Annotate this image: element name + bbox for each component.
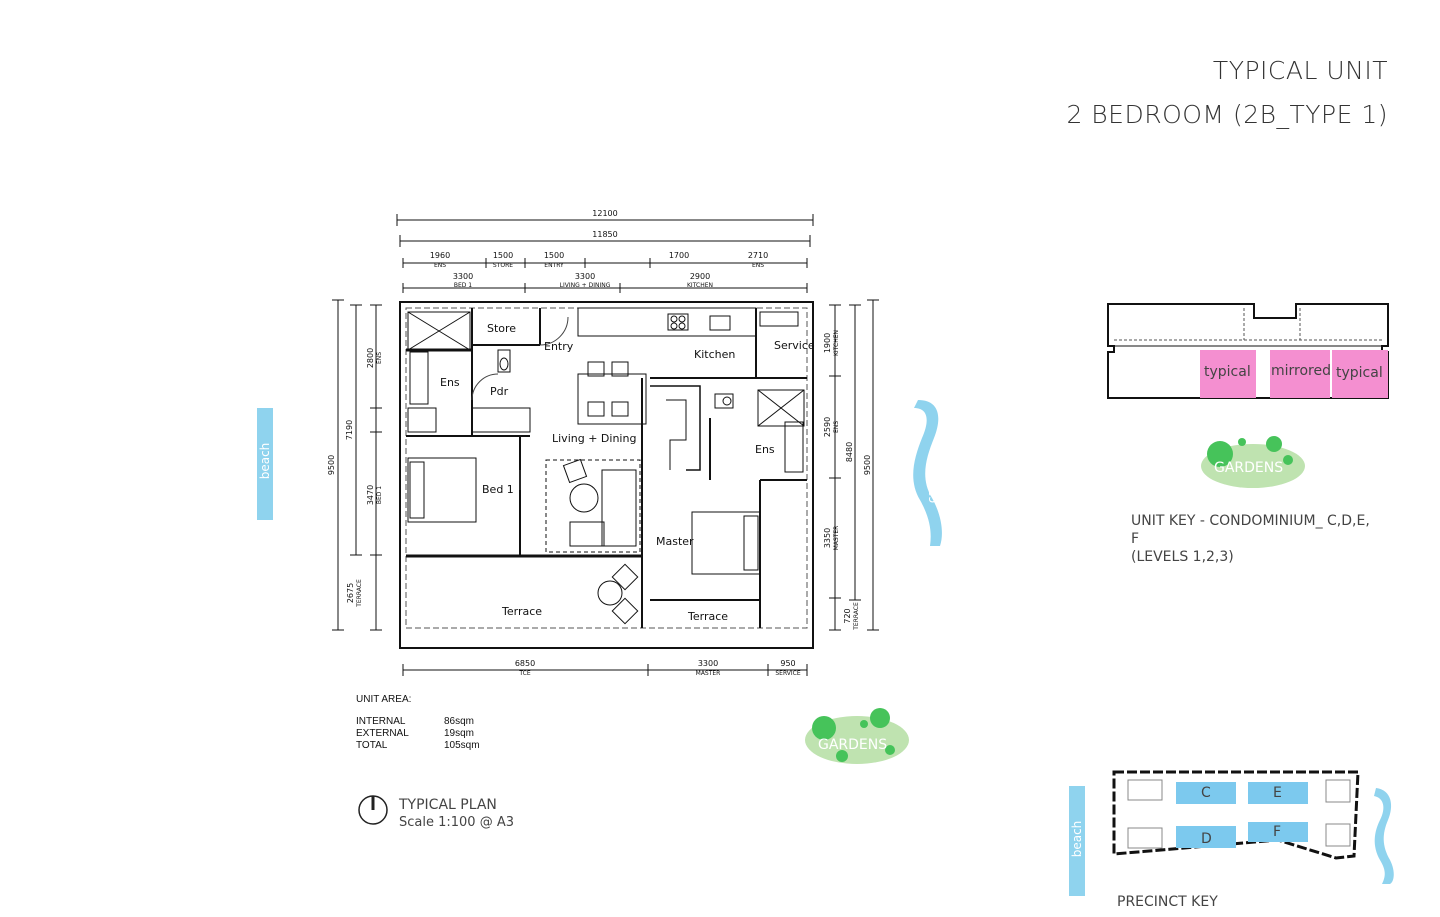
svg-text:3300: 3300 <box>453 272 473 281</box>
svg-text:SERVICE: SERVICE <box>775 670 801 677</box>
svg-text:KITCHEN: KITCHEN <box>687 282 713 289</box>
canal-shape <box>913 400 942 546</box>
room-terrace1: Terrace <box>501 605 542 618</box>
plan-caption-title: TYPICAL PLAN <box>399 797 497 813</box>
gardens-icon-key <box>1201 436 1305 488</box>
svg-text:2800: 2800 <box>366 348 375 368</box>
svg-text:ENS: ENS <box>752 262 764 269</box>
precinct-block-c <box>1176 782 1236 804</box>
precinct-block-d <box>1176 826 1236 848</box>
gardens-icon-plan <box>805 708 909 764</box>
precinct-canal <box>1374 788 1394 884</box>
svg-text:950: 950 <box>780 659 795 668</box>
svg-text:KITCHEN: KITCHEN <box>833 330 840 356</box>
unit-key-line3: (LEVELS 1,2,3) <box>1131 549 1234 565</box>
svg-text:2675: 2675 <box>346 583 355 603</box>
svg-text:2590: 2590 <box>823 417 832 437</box>
svg-text:1960: 1960 <box>430 251 450 260</box>
svg-text:TCE: TCE <box>518 670 531 677</box>
svg-text:2710: 2710 <box>748 251 768 260</box>
svg-text:ENTRY: ENTRY <box>544 262 564 269</box>
svg-text:2900: 2900 <box>690 272 710 281</box>
svg-text:9500: 9500 <box>863 455 872 475</box>
page-subtitle: 2 BEDROOM (2B_TYPE 1) <box>1066 100 1388 129</box>
precinct-label-e: E <box>1273 785 1282 801</box>
beach-strip-precinct: beach <box>1069 786 1085 896</box>
dim-12100: 12100 <box>592 209 617 218</box>
canal-label: canal <box>925 470 940 504</box>
svg-text:MASTER: MASTER <box>696 670 721 677</box>
master-bed-furniture <box>691 511 761 575</box>
unit-key-typical-b-fill <box>1332 350 1388 398</box>
beach-strip-left: beach <box>257 408 273 520</box>
unit-key-typical-a: typical <box>1204 364 1251 380</box>
outer-wall <box>399 301 814 649</box>
svg-text:6850: 6850 <box>515 659 535 668</box>
precinct-block-f <box>1248 822 1308 842</box>
room-terrace2: Terrace <box>687 610 728 623</box>
svg-text:ENS: ENS <box>434 262 446 269</box>
gardens-label-plan: GARDENS <box>818 737 888 753</box>
svg-text:720: 720 <box>843 608 852 623</box>
bed1-furniture <box>407 457 477 523</box>
svg-text:STORE: STORE <box>493 262 513 269</box>
room-entry: Entry <box>544 340 574 353</box>
room-living: Living + Dining <box>552 432 636 445</box>
plan-caption-scale: Scale 1:100 @ A3 <box>399 815 515 830</box>
svg-text:MASTER: MASTER <box>833 526 840 551</box>
room-bed1: Bed 1 <box>482 483 514 496</box>
gardens-label-key: GARDENS <box>1214 460 1284 476</box>
page-title: TYPICAL UNIT <box>1212 56 1388 85</box>
unit-key-typical-a-fill <box>1200 350 1256 398</box>
svg-text:BED 1: BED 1 <box>454 282 472 289</box>
floor-plan: 12100 11850 1960 ENS 1500 STORE 1500 ENT… <box>327 209 879 677</box>
svg-text:8480: 8480 <box>845 442 854 462</box>
precinct-label-f: F <box>1273 824 1282 840</box>
unit-key-mirrored-fill <box>1270 350 1330 398</box>
svg-text:TERRACE: TERRACE <box>853 602 860 631</box>
unit-key-mirrored: mirrored <box>1271 363 1331 379</box>
unit-key-line2: F <box>1131 531 1140 547</box>
precinct-site-map <box>1112 770 1360 860</box>
svg-text:3470: 3470 <box>366 485 375 505</box>
precinct-block-e <box>1248 782 1308 804</box>
svg-text:1700: 1700 <box>669 251 689 260</box>
svg-text:1500: 1500 <box>493 251 513 260</box>
svg-text:7190: 7190 <box>345 420 354 440</box>
room-pdr: Pdr <box>490 385 509 398</box>
room-store: Store <box>487 322 516 335</box>
svg-text:3300: 3300 <box>575 272 595 281</box>
room-service: Service <box>774 339 815 352</box>
precinct-label-c: C <box>1201 785 1211 801</box>
unit-key-diagram <box>1107 303 1389 399</box>
dim-11850: 11850 <box>592 230 617 239</box>
room-master: Master <box>656 535 694 548</box>
svg-text:ENS: ENS <box>376 352 383 364</box>
precinct-key-title: PRECINCT KEY <box>1117 894 1218 910</box>
unit-key-line1: UNIT KEY - CONDOMINIUM_ C,D,E, <box>1131 513 1370 529</box>
svg-text:9500: 9500 <box>327 455 336 475</box>
svg-text:TERRACE: TERRACE <box>356 579 363 608</box>
room-kitchen: Kitchen <box>694 348 735 361</box>
unit-key-typical-b: typical <box>1336 365 1383 381</box>
beach-label-precinct: beach <box>1070 820 1084 858</box>
svg-text:3300: 3300 <box>698 659 718 668</box>
beach-label-left: beach <box>258 442 272 480</box>
svg-text:1900: 1900 <box>823 333 832 353</box>
room-ens2: Ens <box>755 443 775 456</box>
svg-text:1500: 1500 <box>544 251 564 260</box>
north-icon <box>358 795 388 825</box>
svg-text:ENS: ENS <box>833 421 840 433</box>
room-ens1: Ens <box>440 376 460 389</box>
unit-area-heading: UNIT AREA: <box>356 694 412 705</box>
precinct-label-d: D <box>1201 831 1212 847</box>
svg-text:3350: 3350 <box>823 528 832 548</box>
svg-text:LIVING + DINING: LIVING + DINING <box>560 282 611 289</box>
svg-text:BED 1: BED 1 <box>376 486 383 504</box>
